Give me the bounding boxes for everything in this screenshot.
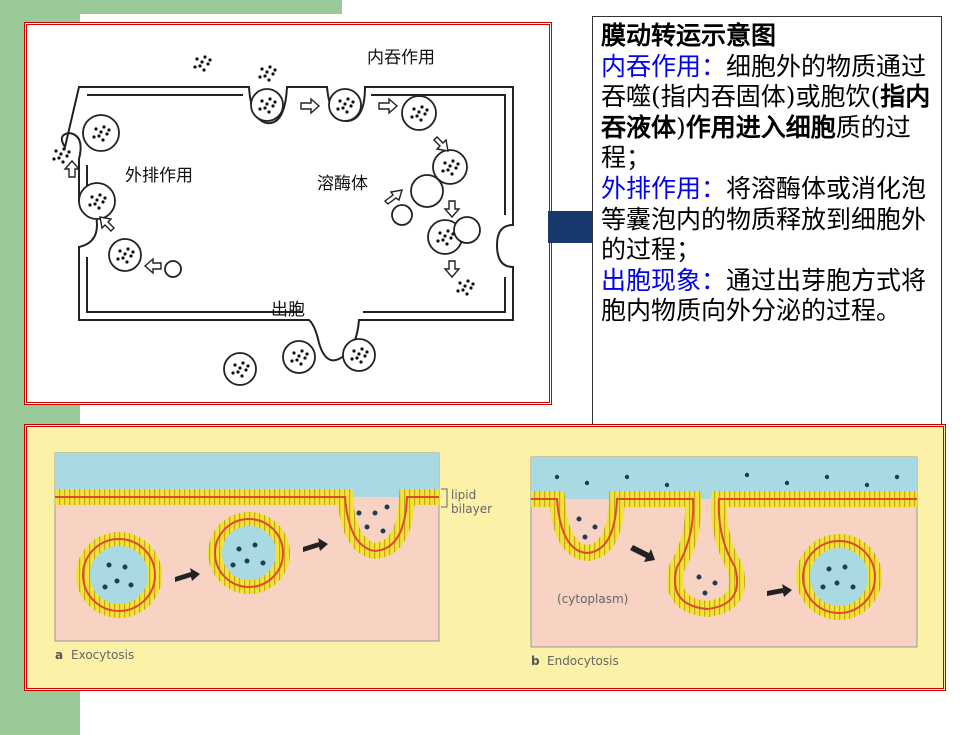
label-budding: 出胞 [271,300,305,320]
budding-term: 出胞现象： [601,265,727,295]
panel-a-name: Exocytosis [71,648,134,662]
endocytosis-term: 内吞作用： [601,51,727,81]
membrane-transport-drawing: 内吞作用 外排作用 溶酶体 出胞 [24,22,552,405]
panel-b-name: Endocytosis [547,654,619,668]
label-lysosome: 溶酶体 [317,174,368,194]
budding-paragraph: 出胞现象：通过出芽胞方式将胞内物质向外分泌的过程。 [601,265,927,326]
top-green-strip [80,0,342,14]
explanation-panel: 膜动转运示意图 内吞作用：细胞外的物质通过吞噬(指内吞固体)或胞饮(指内吞液体)… [592,16,942,425]
label-exocytosis: 外排作用 [125,166,193,186]
panel-b-letter: b [531,654,540,668]
connector-block [548,211,592,243]
panel-a-exocytosis: lipid bilayer a Exocytosis [54,452,492,662]
label-lipid: lipid [451,488,476,502]
endocytosis-paragraph: 内吞作用：细胞外的物质通过吞噬(指内吞固体)或胞饮(指内吞液体)作用进入细胞质的… [601,51,931,173]
bilayer-diagram: lipid bilayer a Exocytosis [54,452,918,668]
cell-diagram: 内吞作用 外排作用 溶酶体 出胞 [52,48,514,386]
panel-a-letter: a [55,648,63,662]
vesicle-contents [88,97,460,378]
label-endocytosis: 内吞作用 [367,48,435,68]
flow-arrows [63,97,461,279]
panel-b-endocytosis: (cytoplasm) b Endocytosis [530,456,918,668]
label-bilayer: bilayer [451,502,492,516]
panel-title: 膜动转运示意图 [601,21,777,50]
exocytosis-paragraph: 外排作用：将溶酶体或消化泡等囊泡内的物质释放到细胞外的过程； [601,173,927,265]
label-cytoplasm: (cytoplasm) [557,592,628,606]
lipid-bilayer-illustration: lipid bilayer a Exocytosis [24,424,946,691]
exocytosis-term: 外排作用： [601,173,727,203]
vesicles [78,88,481,386]
